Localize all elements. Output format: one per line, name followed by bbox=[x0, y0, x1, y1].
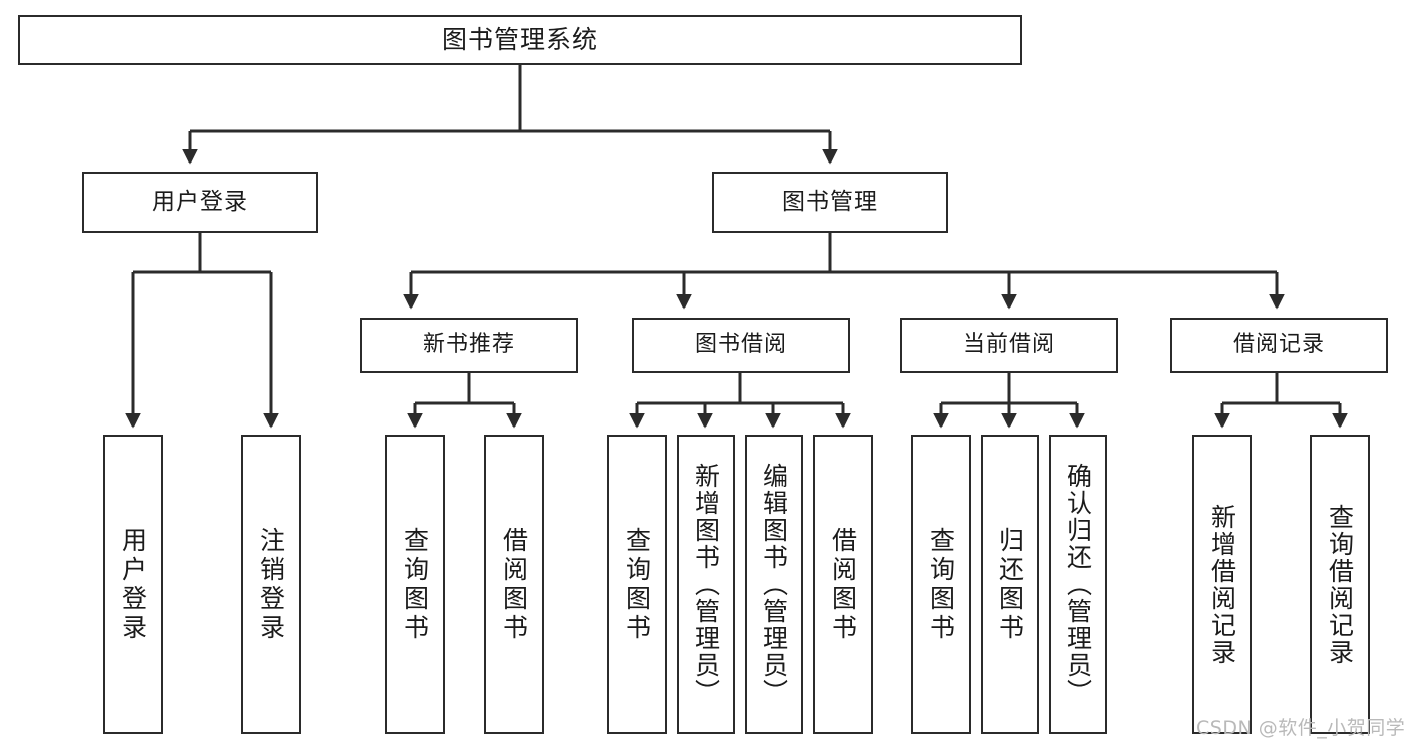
node-leaf-confirm-return-admin[interactable]: 确认归还（管理员） bbox=[1049, 435, 1107, 734]
node-label: 图书管理系统 bbox=[441, 25, 598, 54]
node-label: 当前借阅 bbox=[962, 332, 1055, 358]
node-leaf-user-login[interactable]: 用户登录 bbox=[103, 435, 163, 734]
node-current-borrow[interactable]: 当前借阅 bbox=[900, 318, 1118, 373]
node-label: 归还图书 bbox=[995, 526, 1025, 643]
node-root-book-management-system[interactable]: 图书管理系统 bbox=[18, 15, 1022, 65]
node-label: 借阅记录 bbox=[1232, 332, 1325, 358]
node-label: 用户登录 bbox=[152, 188, 248, 215]
node-book-borrow[interactable]: 图书借阅 bbox=[632, 318, 850, 373]
node-leaf-query-borrow-record[interactable]: 查询借阅记录 bbox=[1310, 435, 1370, 734]
node-label: 图书管理 bbox=[782, 188, 878, 215]
node-borrow-record[interactable]: 借阅记录 bbox=[1170, 318, 1388, 373]
node-label: 借阅图书 bbox=[828, 526, 858, 643]
node-label: 查询借阅记录 bbox=[1325, 503, 1355, 666]
node-label: 借阅图书 bbox=[499, 526, 529, 643]
node-leaf-query-book-1[interactable]: 查询图书 bbox=[385, 435, 445, 734]
node-leaf-add-book-admin[interactable]: 新增图书（管理员） bbox=[677, 435, 735, 734]
node-book-management[interactable]: 图书管理 bbox=[712, 172, 948, 233]
node-leaf-logout-login[interactable]: 注销登录 bbox=[241, 435, 301, 734]
node-leaf-return-book[interactable]: 归还图书 bbox=[981, 435, 1039, 734]
node-label: 用户登录 bbox=[118, 526, 148, 643]
node-leaf-borrow-book-1[interactable]: 借阅图书 bbox=[484, 435, 544, 734]
node-label: 查询图书 bbox=[926, 526, 956, 643]
node-label: 新增借阅记录 bbox=[1207, 503, 1237, 666]
node-label: 确认归还（管理员） bbox=[1063, 463, 1093, 706]
node-label: 新书推荐 bbox=[422, 332, 515, 358]
node-new-book-recommend[interactable]: 新书推荐 bbox=[360, 318, 578, 373]
node-leaf-query-book-2[interactable]: 查询图书 bbox=[607, 435, 667, 734]
node-leaf-query-book-3[interactable]: 查询图书 bbox=[911, 435, 971, 734]
node-label: 新增图书（管理员） bbox=[691, 463, 721, 706]
node-leaf-add-borrow-record[interactable]: 新增借阅记录 bbox=[1192, 435, 1252, 734]
node-label: 查询图书 bbox=[622, 526, 652, 643]
node-label: 图书借阅 bbox=[694, 332, 787, 358]
node-label: 查询图书 bbox=[400, 526, 430, 643]
node-user-login[interactable]: 用户登录 bbox=[82, 172, 318, 233]
node-leaf-borrow-book-2[interactable]: 借阅图书 bbox=[813, 435, 873, 734]
node-leaf-edit-book-admin[interactable]: 编辑图书（管理员） bbox=[745, 435, 803, 734]
node-label: 注销登录 bbox=[256, 526, 286, 643]
node-label: 编辑图书（管理员） bbox=[759, 463, 789, 706]
